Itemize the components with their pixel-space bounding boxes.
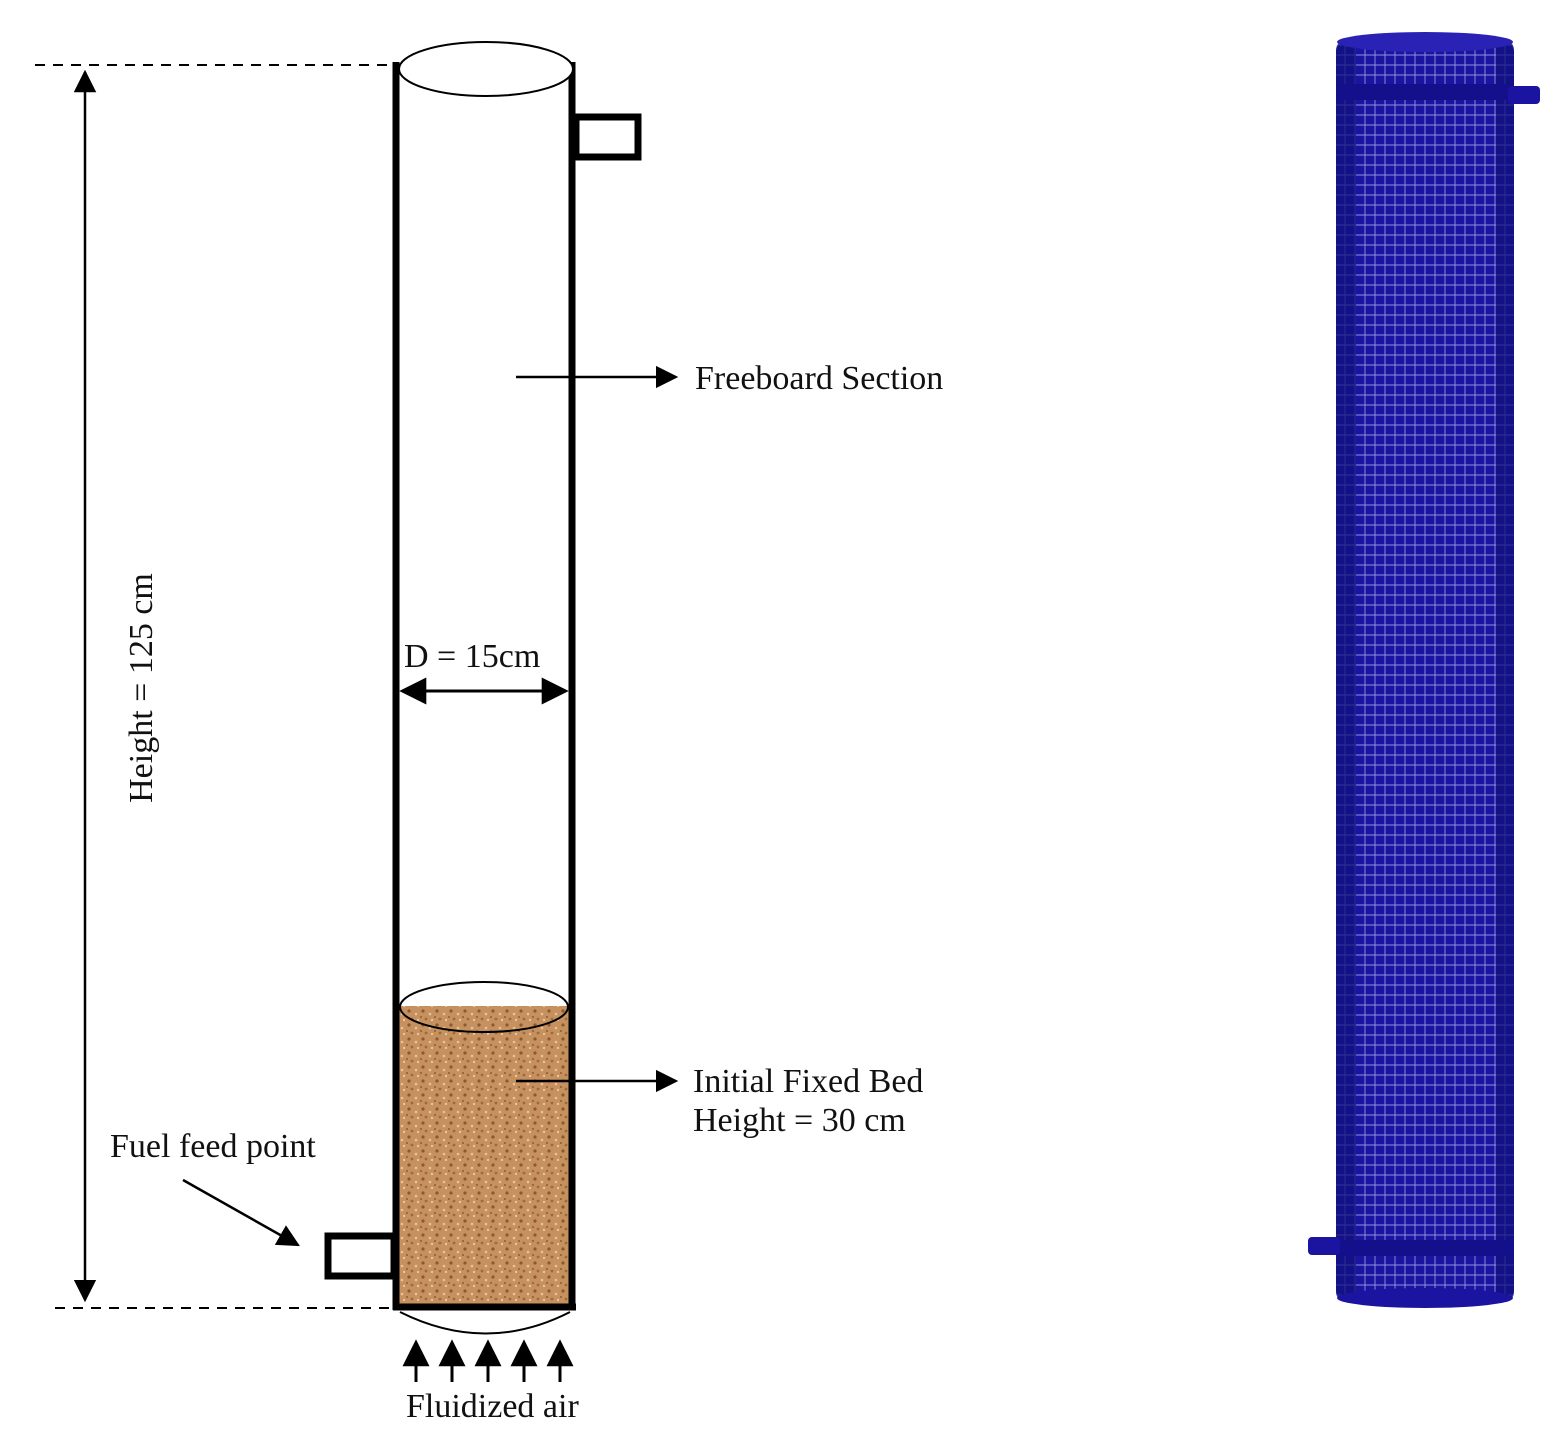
- fuel-feed-port: [324, 1232, 398, 1280]
- mesh-inlet: [1308, 1237, 1340, 1255]
- fixed-bed: [398, 1006, 570, 1306]
- mesh-outlet: [1508, 86, 1540, 104]
- bed-label-line1: Initial Fixed Bed: [693, 1063, 923, 1100]
- diameter-label: D = 15cm: [404, 638, 540, 675]
- bottom-ellipse: [399, 1311, 571, 1335]
- freeboard-label: Freeboard Section: [695, 360, 943, 397]
- bed-top-ellipse: [399, 981, 569, 1033]
- mesh-top-cap: [1337, 32, 1513, 52]
- column-top-ellipse: [398, 41, 574, 97]
- schematic: Height = 125 cm D = 15cm Freeboard Secti…: [35, 41, 943, 1425]
- mesh-shade-right: [1496, 40, 1514, 1302]
- fuel-feed-arrow: [182, 1178, 300, 1247]
- mesh-bottom-band: [1336, 1240, 1514, 1256]
- mesh-cylinder: [1336, 40, 1514, 1302]
- mesh-model: [1308, 32, 1540, 1308]
- height-label: Height = 125 cm: [123, 573, 160, 803]
- mesh-shade-left: [1336, 40, 1356, 1302]
- bed-label-line2: Height = 30 cm: [693, 1102, 906, 1139]
- fuel-feed-label: Fuel feed point: [110, 1128, 316, 1165]
- air-arrows: [402, 1339, 574, 1382]
- mesh-bottom-cap: [1337, 1288, 1513, 1308]
- air-label: Fluidized air: [406, 1388, 579, 1425]
- mesh-top-band: [1336, 84, 1514, 100]
- gas-outlet: [572, 113, 642, 161]
